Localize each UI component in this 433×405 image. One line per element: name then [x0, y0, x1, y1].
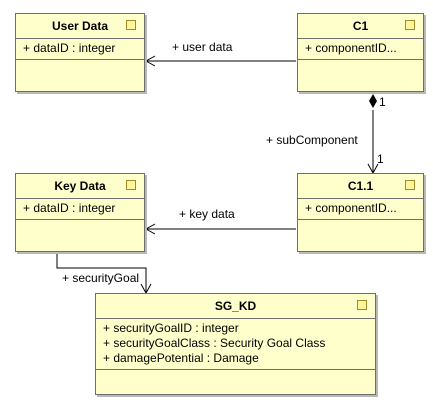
multiplicity-source: 1 [379, 95, 386, 109]
assoc-subcomponent-label: + subComponent [266, 133, 358, 147]
class-c1-1[interactable]: C1.1 + componentID... [297, 173, 424, 252]
class-icon [405, 180, 415, 190]
attribute[interactable]: + dataID : integer [23, 41, 116, 55]
class-sg-kd-name: SG_KD [214, 299, 257, 313]
class-user-data[interactable]: User Data + dataID : integer [15, 13, 145, 92]
attribute[interactable]: + damagePotential : Damage [103, 351, 259, 365]
assoc-user-data-label: + user data [172, 40, 233, 54]
arrowhead-key-data [144, 223, 156, 235]
class-sg-kd-operations [96, 370, 375, 377]
class-key-data[interactable]: Key Data + dataID : integer [15, 173, 145, 252]
class-icon [357, 300, 367, 310]
assoc-key-data-label: + key data [179, 207, 235, 221]
class-sg-kd[interactable]: SG_KD + securityGoalID : integer + secur… [95, 293, 376, 395]
class-user-data-header: User Data [16, 14, 144, 39]
attribute[interactable]: + componentID... [305, 41, 397, 55]
class-c1-1-attributes: + componentID... [298, 199, 423, 220]
class-key-data-header: Key Data [16, 174, 144, 199]
attribute[interactable]: + securityGoalID : integer [103, 321, 239, 335]
class-c1-attributes: + componentID... [298, 39, 423, 60]
class-key-data-attributes: + dataID : integer [16, 199, 144, 220]
assoc-security-goal-label: + securityGoal [62, 271, 140, 285]
class-user-data-operations [16, 60, 144, 67]
class-c1-header: C1 [298, 14, 423, 39]
attribute[interactable]: + securityGoalClass : Security Goal Clas… [103, 336, 326, 350]
attribute[interactable]: + componentID... [305, 201, 397, 215]
class-icon [405, 20, 415, 30]
class-key-data-operations [16, 220, 144, 227]
attribute[interactable]: + dataID : integer [23, 201, 116, 215]
class-c1-1-header: C1.1 [298, 174, 423, 199]
arrowhead-user-data [144, 55, 156, 67]
class-sg-kd-attributes: + securityGoalID : integer + securityGoa… [96, 319, 375, 370]
class-user-data-attributes: + dataID : integer [16, 39, 144, 60]
class-sg-kd-header: SG_KD [96, 294, 375, 319]
class-c1[interactable]: C1 + componentID... [297, 13, 424, 92]
class-key-data-name: Key Data [54, 179, 106, 193]
assoc-security-goal-line[interactable] [56, 252, 147, 293]
class-c1-name: C1 [352, 19, 369, 33]
class-icon [126, 20, 136, 30]
class-c1-1-name: C1.1 [347, 179, 374, 193]
class-user-data-name: User Data [51, 19, 109, 33]
class-c1-operations [298, 60, 423, 67]
class-icon [126, 180, 136, 190]
class-c1-1-operations [298, 220, 423, 227]
composition-diamond [369, 94, 377, 108]
multiplicity-target: 1 [377, 152, 384, 166]
